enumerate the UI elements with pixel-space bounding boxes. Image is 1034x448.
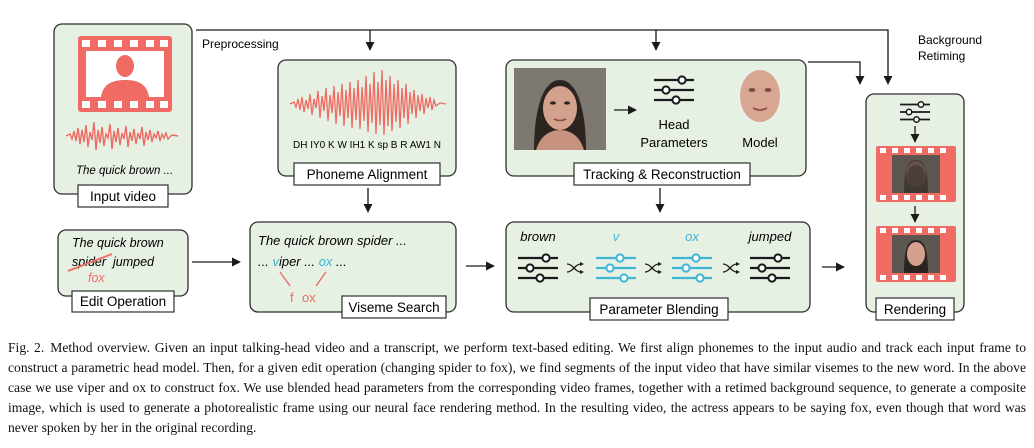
edit-operation-label: Edit Operation xyxy=(80,294,166,309)
viseme-search-label: Viseme Search xyxy=(348,300,439,315)
preprocessing-label: Preprocessing xyxy=(202,37,279,51)
blend-word-brown: brown xyxy=(520,229,555,244)
phoneme-alignment-box: DH IY0 K W IH1 K sp B R AW1 N Phoneme Al… xyxy=(277,59,457,186)
viseme-f-letter: f xyxy=(290,290,294,305)
input-video-label: Input video xyxy=(90,189,156,204)
viseme-search-box: The quick brown spider ... ... viper ...… xyxy=(249,221,457,319)
edit-line1: The quick brown xyxy=(72,236,164,250)
rendering-box: Rendering xyxy=(865,93,965,321)
person-silhouette-icon xyxy=(101,55,149,97)
phoneme-alignment-label: Phoneme Alignment xyxy=(307,167,428,182)
figure-number: Fig. 2. xyxy=(8,340,45,355)
model-label: Model xyxy=(742,135,778,150)
viseme-line1: The quick brown spider ... xyxy=(258,233,407,248)
sliders-brown-icon xyxy=(516,253,560,283)
tracking-reconstruction-label: Tracking & Reconstruction xyxy=(583,167,741,182)
figure-caption: Fig. 2.Method overview. Given an input t… xyxy=(8,338,1026,438)
phoneme-waveform-icon xyxy=(289,69,447,136)
input-face-photo xyxy=(514,68,606,150)
phoneme-sequence: DH IY0 K W IH1 K sp B R AW1 N xyxy=(293,140,441,151)
rendered-frame-image xyxy=(876,226,956,282)
head-parameters-icon xyxy=(652,75,696,105)
background-retiming-label-2: Retiming xyxy=(918,49,965,63)
face-model-icon xyxy=(740,70,780,122)
rendering-sliders-icon xyxy=(899,100,931,124)
background-retiming-label-1: Background xyxy=(918,33,982,47)
blend-word-jumped: jumped xyxy=(747,229,792,244)
input-video-box: The quick brown ... Input video xyxy=(53,23,193,208)
audio-waveform-icon xyxy=(65,121,179,151)
parameter-blending-box: brown v ox jumped Parameter Blending xyxy=(505,221,811,321)
parameter-blending-label: Parameter Blending xyxy=(599,302,718,317)
connector-arrows xyxy=(192,29,893,272)
sliders-ox-icon xyxy=(670,253,714,283)
viseme-ox-bottom: ox xyxy=(302,290,316,305)
edit-rest-word: jumped xyxy=(111,255,155,269)
edit-operation-box: The quick brown spider jumped fox Edit O… xyxy=(57,229,189,313)
parameters-label: Parameters xyxy=(640,135,708,150)
film-strip-icon xyxy=(78,36,172,112)
sliders-v-icon xyxy=(594,253,638,283)
viseme-line2: ... viper ... ox ... xyxy=(258,254,347,269)
blend-word-ox: ox xyxy=(685,229,699,244)
sliders-jumped-icon xyxy=(748,253,792,283)
blend-word-v: v xyxy=(613,229,621,244)
edit-new-word: fox xyxy=(88,271,105,285)
rendering-label: Rendering xyxy=(884,302,946,317)
input-video-text: The quick brown ... xyxy=(76,165,173,177)
tracking-reconstruction-box: Head Parameters Model Tracking & Reconst… xyxy=(505,59,807,186)
method-overview-diagram: Preprocessing Background Retiming The qu… xyxy=(53,23,982,321)
composite-frame-image xyxy=(876,146,956,202)
caption-text: Method overview. Given an input talking-… xyxy=(8,340,1026,435)
head-label: Head xyxy=(658,117,689,132)
